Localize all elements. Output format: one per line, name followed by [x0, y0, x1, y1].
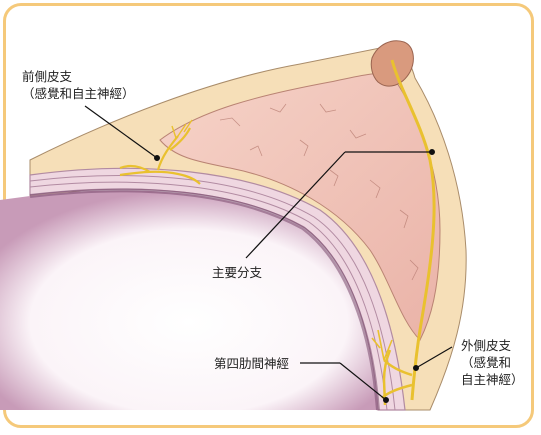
- lateral-branch-label: 外側皮支 （感覺和 自主神經）: [461, 337, 524, 388]
- main-branch-label: 主要分支: [212, 264, 262, 281]
- lateral-branch-line-1: 外側皮支: [461, 337, 524, 354]
- anterior-branch-line-1: 前側皮支: [22, 68, 135, 85]
- lateral-branch-line-3: 自主神經）: [461, 371, 524, 388]
- lateral-branch-line-2: （感覺和: [461, 354, 524, 371]
- anterior-branch-line-2: （感覺和自主神經）: [22, 85, 135, 102]
- intercostal-nerve-label: 第四肋間神經: [214, 355, 289, 372]
- anterior-branch-label: 前側皮支 （感覺和自主神經）: [22, 68, 135, 102]
